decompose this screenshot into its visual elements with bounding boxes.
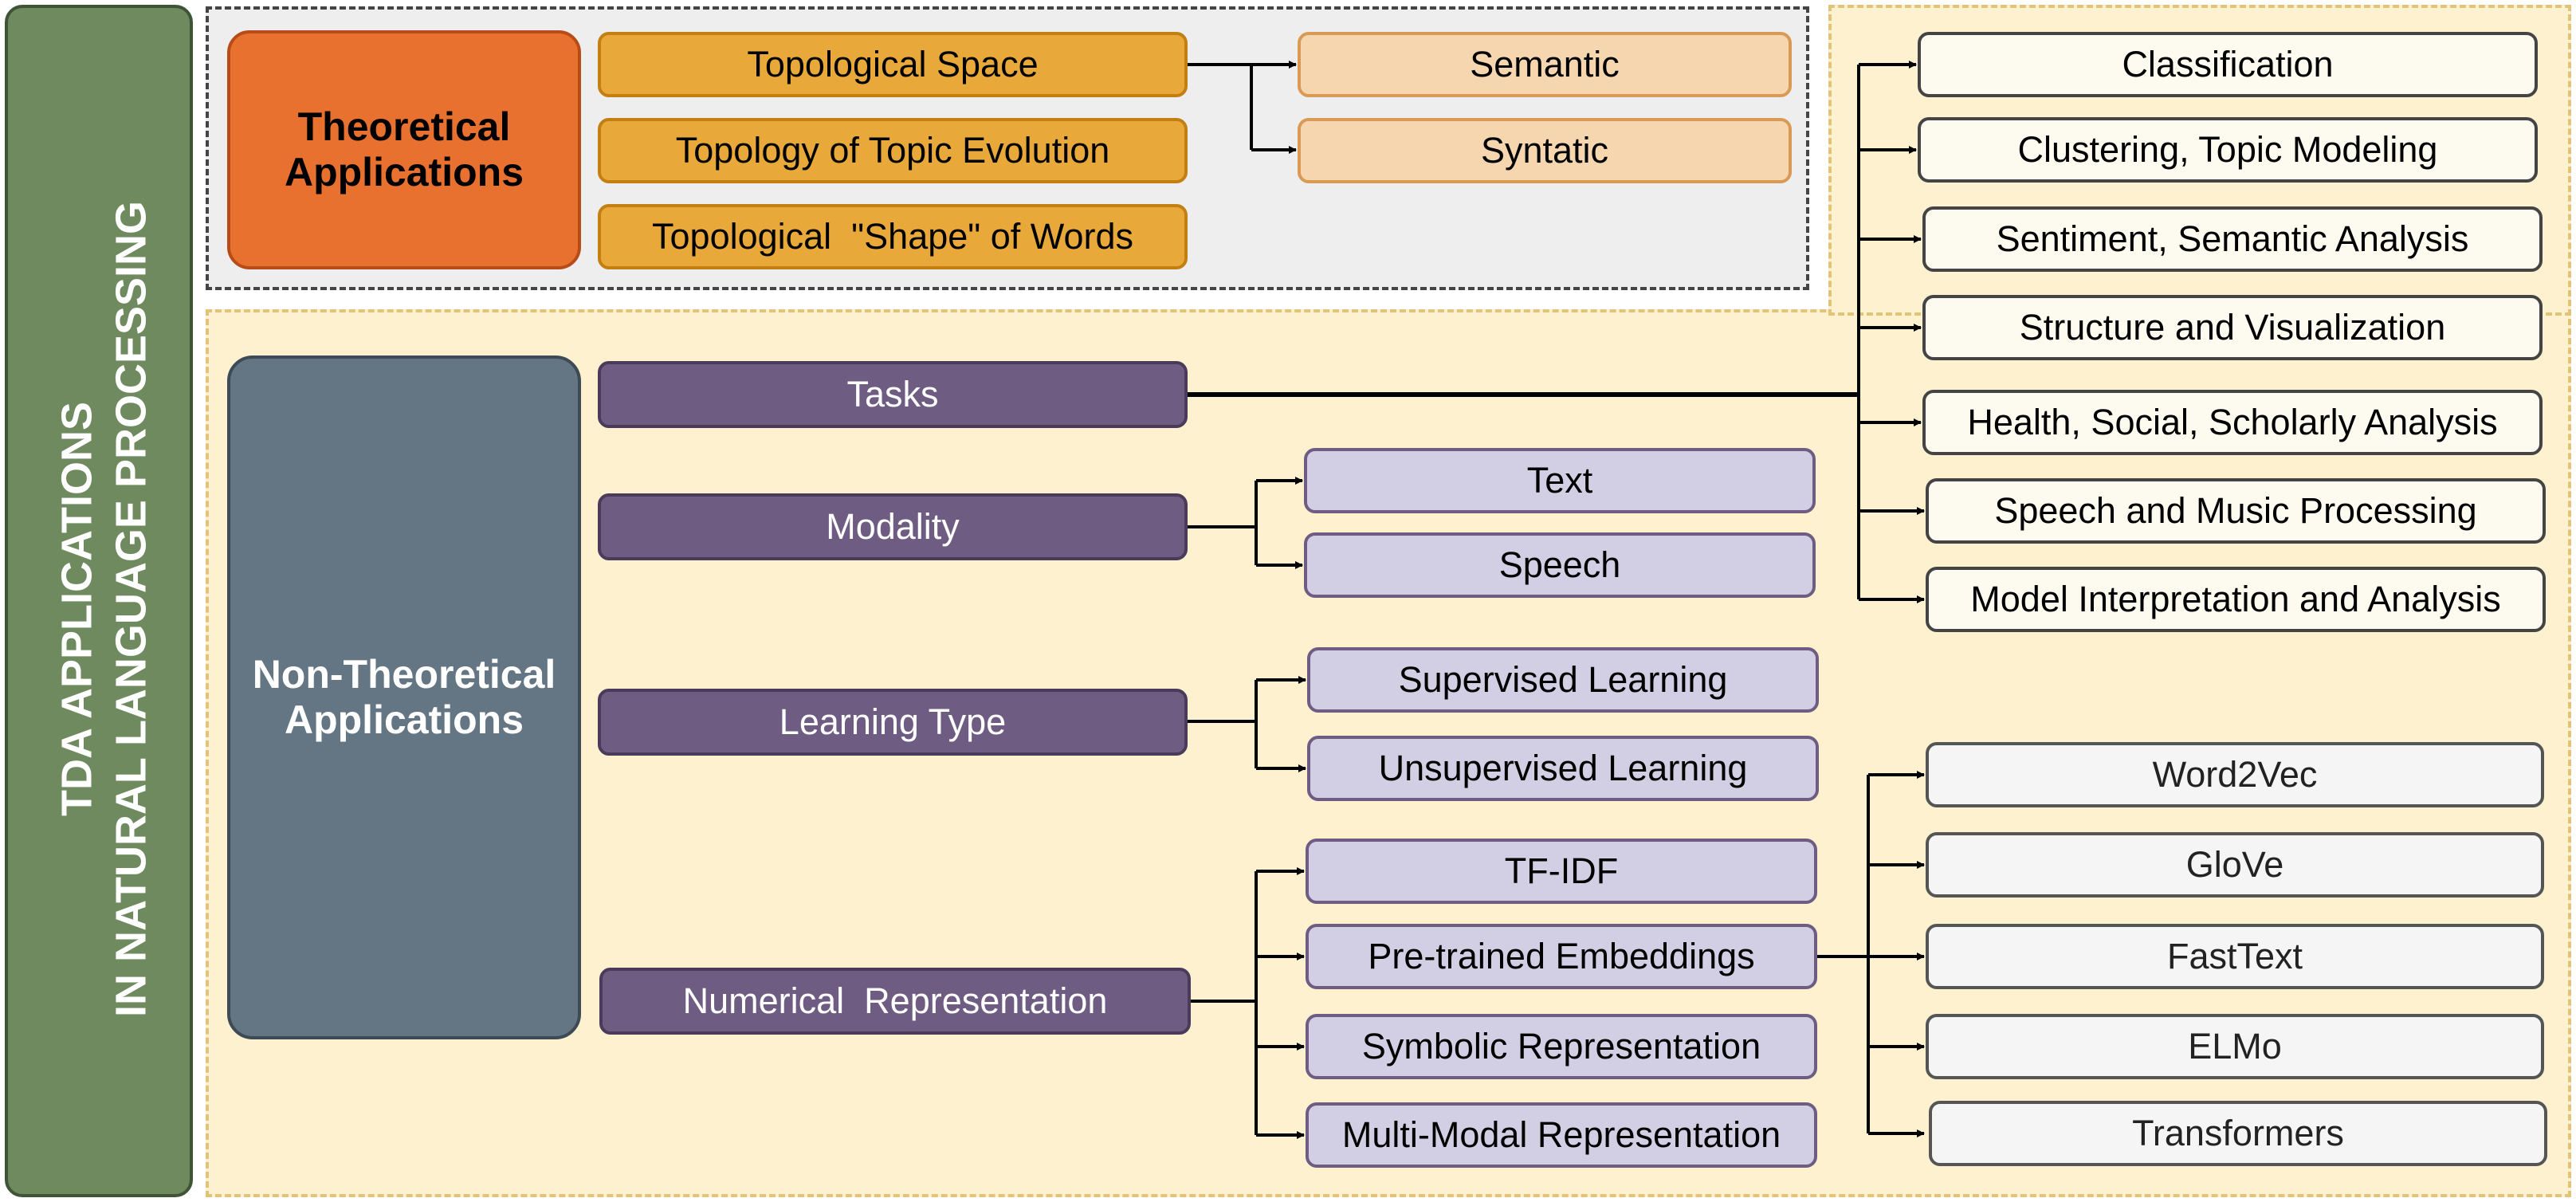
topological-space-node: Topological Space bbox=[598, 32, 1188, 97]
syntatic-node: Syntatic bbox=[1298, 118, 1792, 183]
task-health-social-scholarly-analysis: Health, Social, Scholarly Analysis bbox=[1922, 390, 2543, 455]
fasttext-node: FastText bbox=[1926, 924, 2544, 989]
task-clustering-topic-modeling: Clustering, Topic Modeling bbox=[1918, 117, 2538, 183]
task-classification: Classification bbox=[1918, 32, 2538, 97]
tf-idf-node: TF-IDF bbox=[1306, 839, 1817, 904]
task-model-interpretation-and-analysis: Model Interpretation and Analysis bbox=[1926, 567, 2546, 632]
modality-node: Modality bbox=[598, 493, 1188, 560]
glove-node: GloVe bbox=[1926, 832, 2544, 898]
task-speech-and-music-processing: Speech and Music Processing bbox=[1926, 478, 2546, 544]
numerical-representation-node: Numerical Representation bbox=[599, 968, 1191, 1035]
task-structure-and-visualization: Structure and Visualization bbox=[1922, 295, 2543, 360]
elmo-node: ELMo bbox=[1926, 1014, 2544, 1079]
task-sentiment-semantic-analysis: Sentiment, Semantic Analysis bbox=[1922, 206, 2543, 272]
modality-text-node: Text bbox=[1304, 448, 1816, 513]
topological-shape-of-words-node: Topological "Shape" of Words bbox=[598, 204, 1188, 269]
symbolic-representation-node: Symbolic Representation bbox=[1306, 1014, 1817, 1079]
topology-of-topic-evolution-node: Topology of Topic Evolution bbox=[598, 118, 1188, 183]
non-theoretical-applications-node: Non-Theoretical Applications bbox=[227, 355, 581, 1039]
unsupervised-learning-node: Unsupervised Learning bbox=[1307, 736, 1819, 801]
tasks-node: Tasks bbox=[598, 361, 1188, 428]
transformers-node: Transformers bbox=[1929, 1101, 2547, 1166]
theoretical-applications-node: Theoretical Applications bbox=[227, 30, 581, 269]
modality-speech-node: Speech bbox=[1304, 532, 1816, 598]
word2vec-node: Word2Vec bbox=[1926, 742, 2544, 807]
multi-modal-representation-node: Multi-Modal Representation bbox=[1306, 1102, 1817, 1168]
pre-trained-embeddings-node: Pre-trained Embeddings bbox=[1306, 924, 1817, 989]
learning-type-node: Learning Type bbox=[598, 689, 1188, 756]
sidebar-title-panel: TDA APPLICATIONS IN NATURAL LANGUAGE PRO… bbox=[5, 5, 193, 1197]
semantic-node: Semantic bbox=[1298, 32, 1792, 97]
supervised-learning-node: Supervised Learning bbox=[1307, 647, 1819, 713]
